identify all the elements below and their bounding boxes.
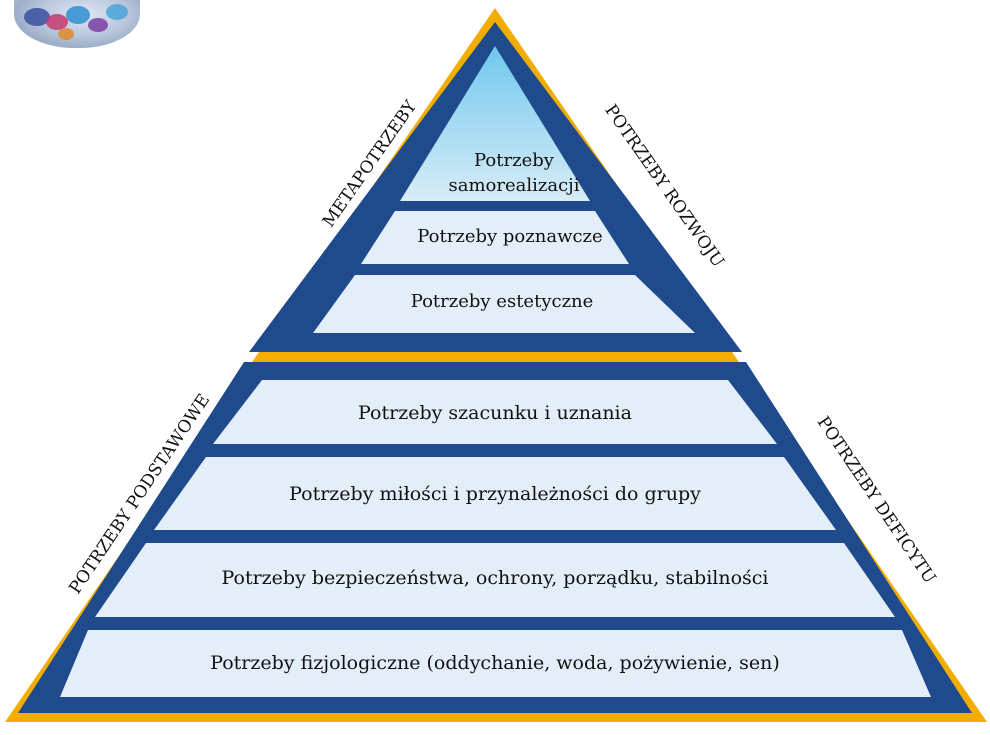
level-aesthetic-label: Potrzeby estetyczne [411,291,594,312]
level-safety [95,543,895,617]
level-cognitive-label: Potrzeby poznawcze [417,226,602,247]
level-safety-label: Potrzeby bezpieczeństwa, ochrony, porząd… [221,567,768,589]
level-love-belonging [154,457,836,530]
corner-logo-image [14,0,140,48]
level-self-realization [400,46,590,201]
level-cognitive [361,211,629,264]
lower-pyramid-frame [18,362,972,713]
level-esteem [213,380,777,444]
level-physiological [60,630,931,697]
level-self-realization-line2: samorealizacji [448,175,579,196]
level-self-realization-line1: Potrzeby [474,150,555,171]
level-physiological-label: Potrzeby fizjologiczne (oddychanie, woda… [210,652,780,674]
level-love-belonging-label: Potrzeby miłości i przynależności do gru… [289,483,701,505]
level-esteem-label: Potrzeby szacunku i uznania [358,402,632,424]
level-aesthetic [313,275,695,333]
